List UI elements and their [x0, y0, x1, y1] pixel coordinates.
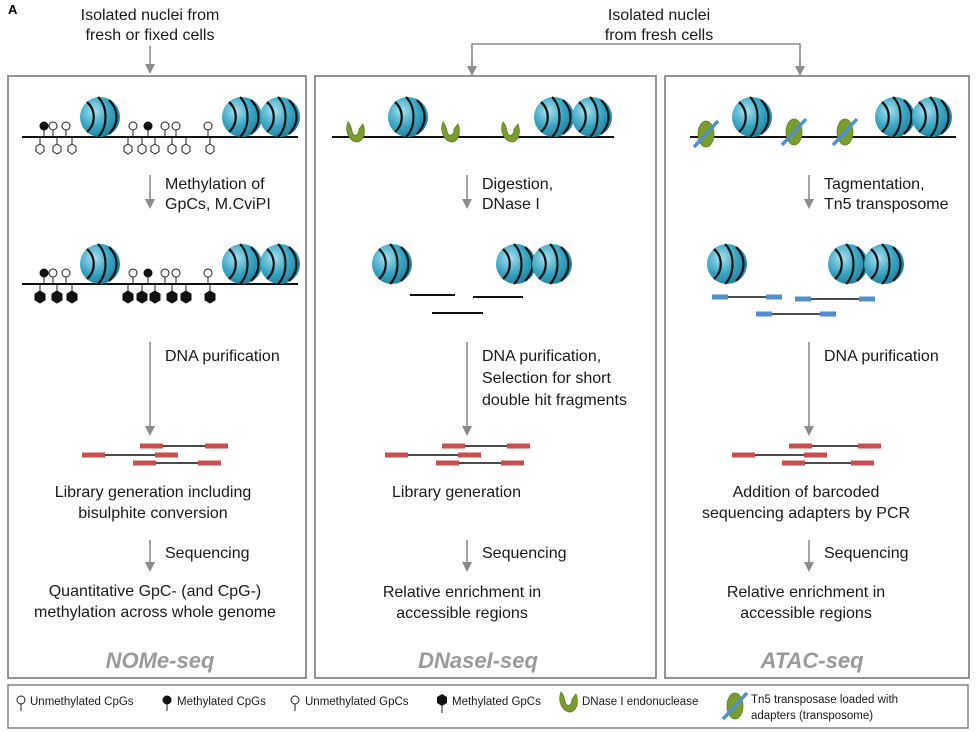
atac-tagmented-chromatin [705, 242, 906, 317]
legend-label-tn5-line-2: adapters (transposome) [751, 710, 873, 722]
methylated-cpg-icon [162, 695, 172, 712]
dnase-chromatin-initial [332, 95, 614, 143]
atac-result-line-1: Relative enrichment in [727, 584, 885, 601]
dnase-result-line-2: accessible regions [396, 605, 528, 622]
legend-methylated-cpgs: Methylated CpGs [162, 695, 266, 712]
right-source-line-1: Isolated nuclei [608, 7, 710, 24]
dnasei-seq-panel [314, 75, 657, 679]
atac-step-3-line-2: sequencing adapters by PCR [702, 505, 910, 522]
left-source-label: Isolated nuclei from fresh or fixed cell… [81, 7, 220, 44]
legend-unmethylated-cpgs: Unmethylated CpGs [16, 695, 134, 712]
methylated-gpc-icon [437, 694, 447, 713]
nome-step-4-line-1: Sequencing [165, 545, 250, 562]
legend-label-tn5-line-1: Tn5 transposase loaded with [751, 694, 898, 706]
legend-methylated-gpcs: Methylated GpCs [437, 694, 541, 713]
dnase-endonuclease-icon [559, 691, 578, 713]
atac-chromatin-initial [690, 95, 956, 149]
atac-result-line-2: accessible regions [740, 605, 872, 622]
nome-step-3-line-1: Library generation including [55, 484, 252, 501]
atac-seq-panel [664, 75, 970, 679]
dnase-step-2-line-3: double hit fragments [482, 392, 627, 409]
atac-step-3-line-1: Addition of barcoded [733, 484, 880, 501]
legend-label-dnase-endonuclease: DNase I endonuclease [582, 696, 698, 708]
atac-library-fragments [732, 443, 881, 466]
nome-step-1-line-1: Methylation of [165, 176, 265, 193]
dnase-step-4-line-1: Sequencing [482, 545, 567, 562]
left-source-line-1: Isolated nuclei from [81, 7, 220, 24]
dnase-step-2-line-2: Selection for short [482, 370, 612, 387]
atac-seq-method-title: ATAC-seq [759, 648, 864, 673]
dnase-step-3-line-1: Library generation [392, 484, 521, 501]
atac-step-2-line-1: DNA purification [824, 348, 939, 365]
legend-label-methylated-cpgs: Methylated CpGs [177, 696, 266, 708]
legend-label-unmethylated-gpcs: Unmethylated GpCs [305, 696, 409, 708]
legend-dnase-endonuclease: DNase I endonuclease [559, 691, 698, 713]
nome-library-fragments [82, 443, 228, 466]
nome-seq-panel [7, 75, 307, 679]
dnase-library-fragments [385, 443, 530, 466]
dnase-result-line-1: Relative enrichment in [383, 584, 541, 601]
dnase-step-1-line-2: DNase I [482, 196, 540, 213]
unmethylated-gpc-icon [290, 695, 300, 712]
dnase-digested-chromatin [370, 242, 574, 314]
legend-label-unmethylated-cpgs: Unmethylated CpGs [30, 696, 134, 708]
right-source-label: Isolated nuclei from fresh cells [605, 7, 713, 44]
dnase-step-2-line-1: DNA purification, [482, 348, 601, 365]
nome-step-1-line-2: GpCs, M.CviPI [165, 196, 271, 213]
dnasei-seq-method-title: DNaseI-seq [418, 648, 538, 673]
nome-result-line-2: methylation across whole genome [34, 604, 276, 621]
legend-label-methylated-gpcs: Methylated GpCs [452, 696, 541, 708]
tn5-transposase-icon [721, 691, 749, 721]
left-source-line-2: fresh or fixed cells [86, 27, 215, 44]
right-source-line-2: from fresh cells [605, 27, 713, 44]
nome-seq-method-title: NOMe-seq [106, 648, 215, 673]
nome-chromatin-initial [22, 95, 302, 155]
nome-step-2-line-1: DNA purification [165, 348, 280, 365]
nome-result-line-1: Quantitative GpC- (and CpG-) [49, 583, 262, 600]
legend-tn5-transposase: Tn5 transposase loaded with adapters (tr… [721, 691, 898, 722]
nome-step-3-line-2: bisulphite conversion [78, 505, 227, 522]
legend-box [7, 684, 969, 729]
atac-step-1-line-2: Tn5 transposome [824, 196, 949, 213]
legend-unmethylated-gpcs: Unmethylated GpCs [290, 695, 409, 712]
unmethylated-cpg-icon [16, 695, 26, 712]
atac-step-1-line-1: Tagmentation, [824, 176, 925, 193]
panel-label: A [8, 2, 18, 17]
nome-chromatin-methylated [22, 242, 302, 304]
atac-step-4-line-1: Sequencing [824, 545, 909, 562]
dnase-step-1-line-1: Digestion, [482, 176, 553, 193]
source-connector-right [471, 43, 801, 70]
